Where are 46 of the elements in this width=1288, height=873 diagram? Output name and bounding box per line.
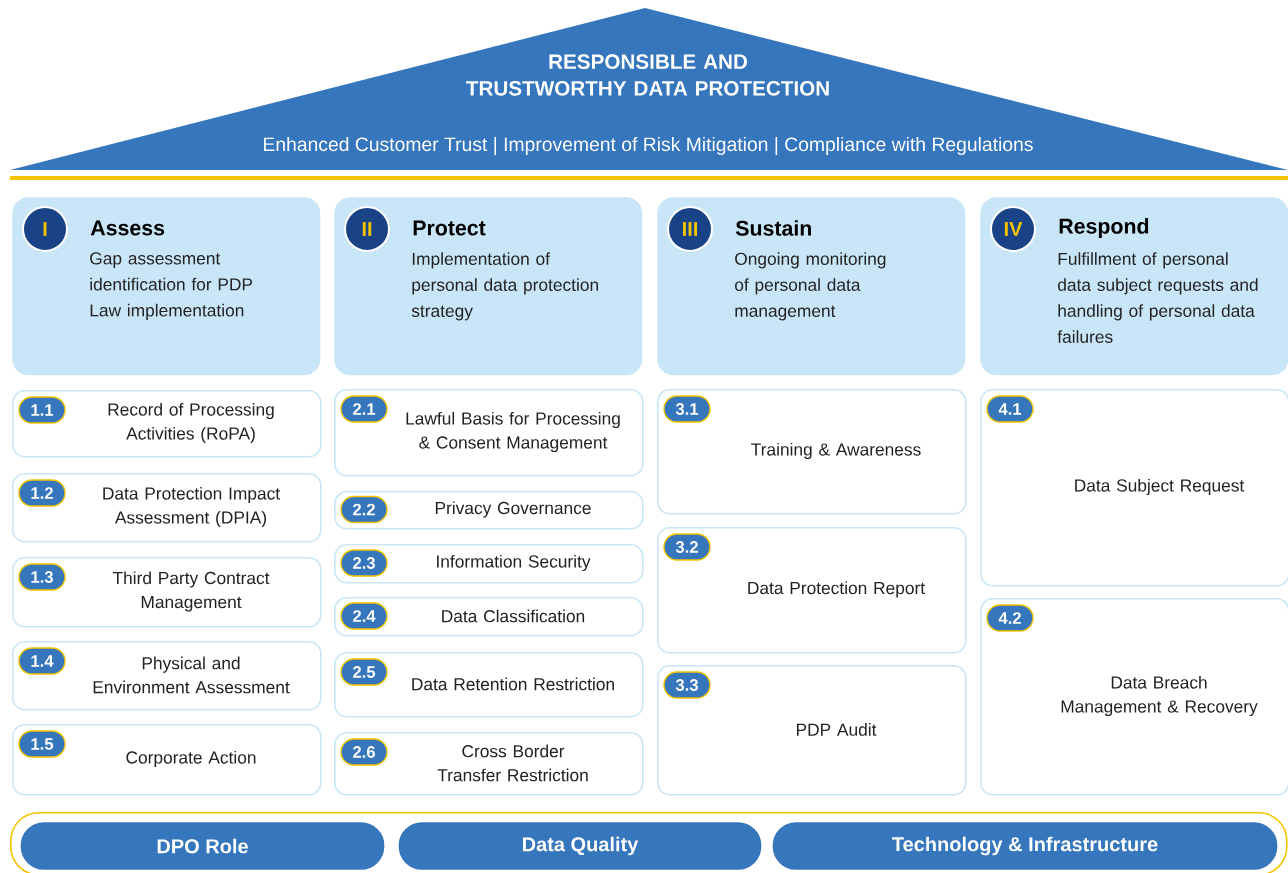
foundation-pill: DPO Role <box>19 820 386 872</box>
number-badge: 2.6 <box>340 738 388 766</box>
number-badge: 1.4 <box>18 647 66 675</box>
item-label: Data Subject Request <box>1075 478 1245 496</box>
number-badge: 2.3 <box>340 549 388 577</box>
item-label: Data Protection Report <box>748 581 925 598</box>
item-label: Record of Processing Activities (RoPA) <box>108 402 274 444</box>
number-badge: 1.2 <box>18 479 66 507</box>
number-badge: 3.3 <box>663 671 711 699</box>
item-label: Corporate Action <box>126 750 256 768</box>
numeral-badge: I <box>22 206 68 252</box>
foundation-pill: Data Quality <box>397 820 763 872</box>
roof-subtitle: Enhanced Customer Trust | Improvement of Risk Mitigation | Compliance with Regulations <box>264 136 1033 156</box>
item-label: Lawful Basis for Processing & Consent Management <box>406 411 620 453</box>
item-label: Third Party Contract Management <box>112 571 270 612</box>
numeral-badge: IV <box>990 206 1036 252</box>
item-label: Cross Border Transfer Restriction <box>437 744 588 782</box>
item-label: Data Breach Management & Recovery <box>1061 675 1258 717</box>
column-title: Sustain <box>735 220 811 236</box>
item-label: PDP Audit <box>796 723 877 736</box>
column-description: Fulfillment of personal data subject requests and handling of personal data failures <box>1057 252 1258 343</box>
item-label: Data Protection Impact Assessment (DPIA) <box>103 486 280 528</box>
number-badge: 2.2 <box>340 495 388 524</box>
number-badge: 4.1 <box>986 395 1034 423</box>
foundation-pill: Technology & Infrastructure <box>771 820 1279 872</box>
item-label: Privacy Governance <box>435 501 591 518</box>
item-label: Physical and Environment Assessment <box>93 656 290 694</box>
foundation-band <box>10 812 1288 873</box>
number-badge: 2.5 <box>340 658 388 686</box>
roof-title: RESPONSIBLE AND TRUSTWORTHY DATA PROTECTION <box>466 54 829 96</box>
column-title: Respond <box>1059 218 1149 238</box>
number-badge: 2.4 <box>340 602 388 630</box>
column-description: Gap assessment identification for PDP Law implementation <box>90 252 253 320</box>
item-label: Information Security <box>437 554 591 572</box>
column-title: Protect <box>413 220 486 236</box>
number-badge: 2.1 <box>340 395 388 423</box>
numeral-badge: III <box>667 206 713 252</box>
column-description: Implementation of personal data protection strategy <box>411 252 598 321</box>
column-title: Assess <box>90 220 165 236</box>
column-description: Ongoing monitoring of personal data management <box>735 252 886 321</box>
item-label: Training & Awareness <box>751 442 921 460</box>
number-badge: 1.3 <box>18 563 66 591</box>
number-badge: 3.1 <box>663 395 711 423</box>
item-label: Data Retention Restriction <box>412 677 614 691</box>
item-label: Data Classification <box>442 609 585 623</box>
numeral-badge: II <box>344 206 390 252</box>
